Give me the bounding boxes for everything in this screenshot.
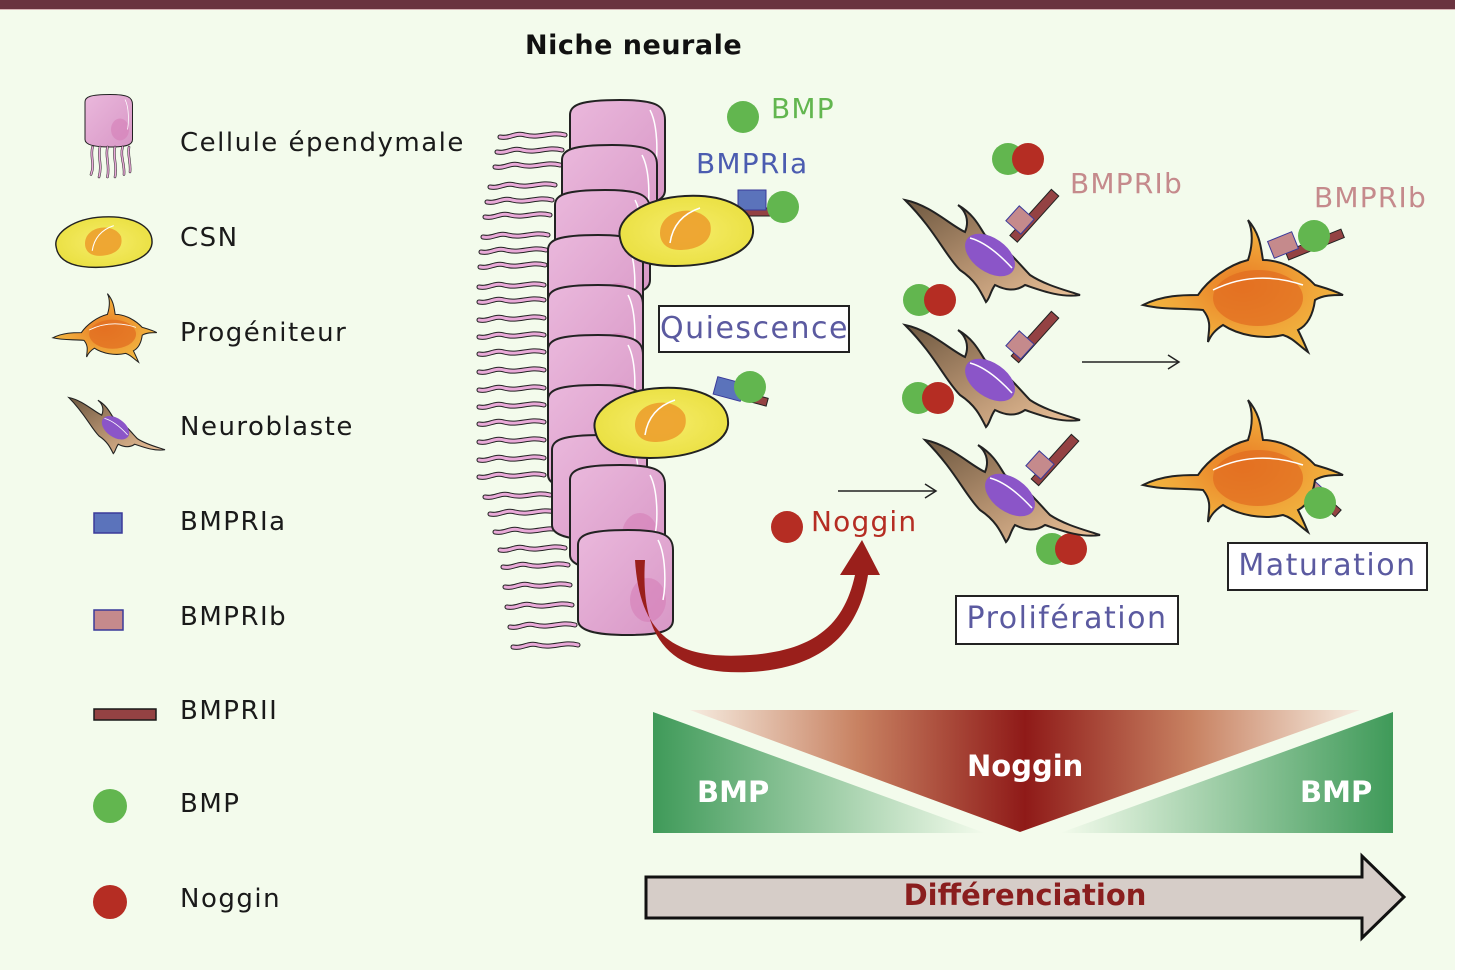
bmp-gradient-left	[653, 712, 985, 833]
legend-noggin-icon	[93, 885, 127, 919]
noggin-label: Noggin	[811, 505, 918, 538]
differentiation-arrow	[644, 852, 1407, 942]
legend-ependymal-icon	[84, 94, 133, 179]
legend-bmprii-icon	[93, 708, 157, 721]
bmp-noggin-complex	[1036, 533, 1087, 565]
legend-label-noggin: Noggin	[180, 884, 282, 914]
ependymal-cell-column	[547, 99, 674, 636]
stage-maturation: Maturation	[1227, 542, 1428, 591]
bmp-noggin-complex	[902, 382, 954, 414]
legend-csn-icon	[55, 216, 153, 269]
bmp-ligand-bound	[1304, 487, 1336, 519]
neuroblast-receptor-complex	[1005, 188, 1060, 243]
legend-label-bmprii: BMPRII	[180, 696, 279, 726]
csn-receptor-complex-upper	[737, 189, 799, 223]
noggin-gradient	[690, 710, 1360, 832]
stage-quiescence: Quiescence	[658, 305, 850, 353]
legend-label-progenitor: Progéniteur	[180, 318, 348, 348]
bmp-gradient-right	[1060, 712, 1393, 833]
thin-arrow-to-maturation	[1082, 354, 1181, 370]
neuroblast-receptor-complex	[1025, 433, 1080, 487]
gradient-noggin-label: Noggin	[967, 749, 1084, 783]
thin-arrow-to-proliferation	[838, 483, 938, 499]
legend-label-bmpria: BMPRIa	[180, 507, 287, 537]
progenitor-receptor-complex	[1266, 220, 1345, 261]
gradient-bmp-left-label: BMP	[697, 775, 770, 809]
bmprib-label-neuroblast: BMPRIb	[1070, 167, 1183, 200]
noggin-ligand-free	[771, 511, 803, 543]
gradient-bmp-right-label: BMP	[1300, 775, 1373, 809]
noggin-secretion-arrow	[635, 540, 880, 673]
legend-label-ependymal: Cellule épendymale	[180, 128, 465, 158]
legend-label-bmprib: BMPRIb	[180, 602, 288, 632]
legend-bmp-icon	[93, 789, 127, 823]
neuroblast-cell	[924, 439, 1101, 543]
legend-progenitor-icon	[52, 293, 158, 363]
legend-bmpria-icon	[93, 512, 123, 534]
differentiation-label: Différenciation	[903, 878, 1147, 912]
bmprib-label-progenitor: BMPRIb	[1314, 181, 1427, 214]
bmp-noggin-complex	[903, 284, 956, 316]
neuroblast-receptor-complex	[1005, 310, 1060, 364]
csn-receptor-complex-lower	[712, 371, 769, 407]
stage-proliferation: Prolifération	[955, 595, 1179, 645]
legend-bmprib-icon	[93, 609, 124, 631]
legend-neuroblast-icon	[68, 396, 166, 455]
legend-label-bmp: BMP	[180, 789, 241, 819]
bmpria-label: BMPRIa	[696, 147, 809, 180]
bmp-ligand-free	[727, 101, 759, 133]
legend-label-neuroblast: Neuroblaste	[180, 412, 354, 442]
legend-label-csn: CSN	[180, 223, 239, 253]
bmp-label: BMP	[771, 92, 835, 125]
bmp-noggin-complex	[992, 143, 1044, 175]
top-border	[0, 0, 1455, 10]
figure-title: Niche neurale	[525, 30, 743, 61]
